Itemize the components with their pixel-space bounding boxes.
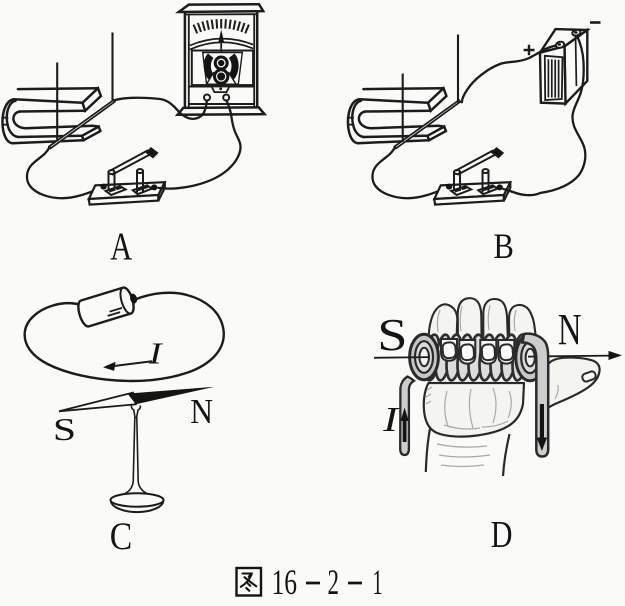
svg-text:S: S	[53, 413, 76, 448]
svg-text:B: B	[494, 227, 514, 267]
svg-text:I: I	[382, 400, 400, 439]
svg-text:S: S	[377, 310, 407, 360]
svg-text:N: N	[190, 393, 213, 432]
svg-text:16: 16	[272, 562, 298, 602]
svg-text:I: I	[148, 337, 163, 371]
svg-text:N: N	[558, 305, 582, 354]
svg-text:A: A	[110, 225, 132, 268]
svg-text:1: 1	[373, 562, 383, 602]
svg-text:C: C	[110, 513, 132, 557]
svg-text:D: D	[491, 515, 513, 556]
svg-text:2: 2	[328, 562, 340, 602]
